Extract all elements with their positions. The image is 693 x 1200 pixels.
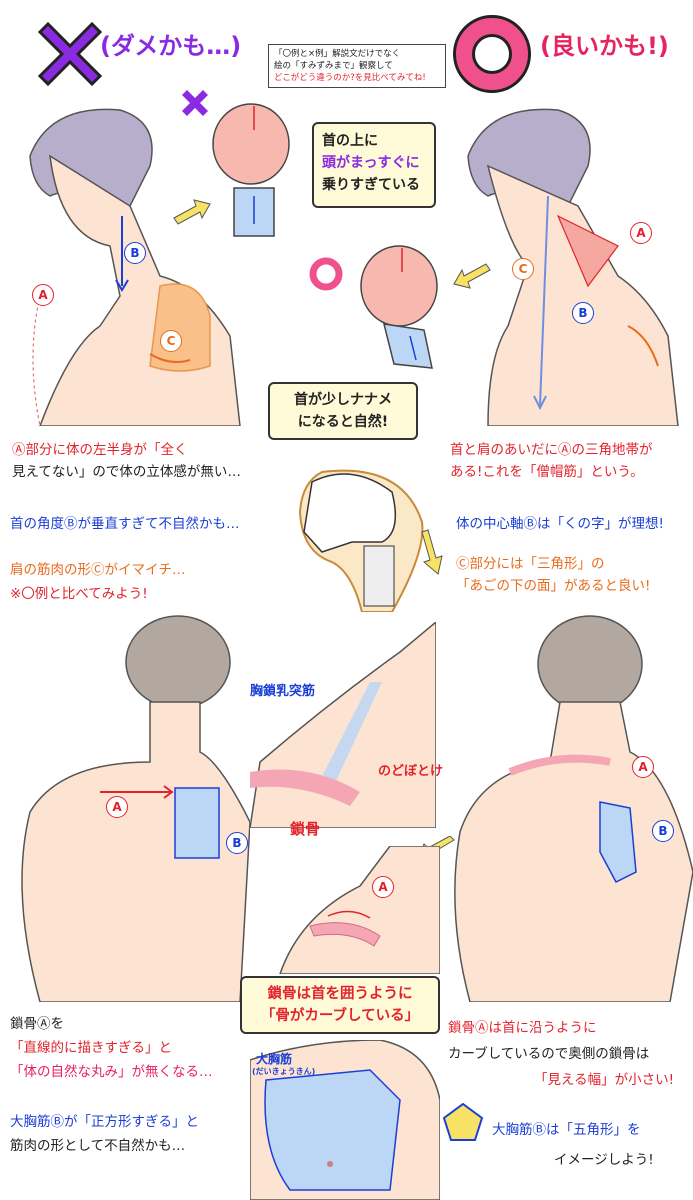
- bottom-good-note-3: 「見える幅」が小さい!: [534, 1072, 675, 1088]
- good-example-heading: (良いかも!): [540, 32, 669, 60]
- clavicle-closeup-illustration: [279, 846, 440, 974]
- callout-neck-slant: 首が少しナナメ になると自然!: [268, 382, 418, 440]
- bottom-good-note-4: 大胸筋Ⓑは「五角形」を: [492, 1122, 641, 1138]
- bad-example-heading: (ダメかも…): [100, 32, 242, 60]
- bottom-good-note-5: イメージしよう!: [554, 1152, 654, 1168]
- bad-note-3: 首の角度Ⓑが垂直すぎて不自然かも…: [10, 516, 240, 532]
- callout-2-line-1: 首が少しナナメ: [294, 392, 392, 408]
- bottom-good-note-1: 鎖骨Ⓐは首に沿うように: [448, 1020, 597, 1036]
- marker-b-torso-bad: B: [226, 832, 248, 854]
- note-line-3: どこがどう違うのか?を見比べてみてね!: [274, 73, 426, 83]
- pectoral-label: 大胸筋: [256, 1052, 293, 1066]
- callout-1-line-2: 頭がまっすぐに: [322, 155, 420, 171]
- marker-c-bad: C: [160, 330, 182, 352]
- marker-a-torso-bad: A: [106, 796, 128, 818]
- good-note-5: 「あごの下の面」があると良い!: [456, 578, 651, 594]
- callout-1-line-3: 乗りすぎている: [322, 177, 420, 193]
- cross-icon: [37, 21, 103, 87]
- bad-note-4: 肩の筋肉の形Ⓒがイマイチ…: [10, 562, 186, 578]
- arrow-right-icon: [173, 199, 211, 225]
- marker-a-clavicle: A: [372, 876, 394, 898]
- bottom-bad-note-3: 「体の自然な丸み」が無くなる…: [10, 1064, 213, 1080]
- bad-torso-illustration: [21, 615, 250, 1002]
- bottom-bad-note-1: 鎖骨Ⓐを: [10, 1016, 64, 1032]
- marker-a-bad: A: [32, 284, 54, 306]
- scm-label: 胸鎖乳突筋: [250, 684, 316, 699]
- note-line-2: 絵の「すみずみまで」観察して: [274, 61, 393, 71]
- arrow-left-icon: [453, 263, 491, 289]
- bad-note-1: Ⓐ部分に体の左半身が「全く: [12, 442, 188, 458]
- skull-neck-diagram: [298, 469, 424, 612]
- instruction-note: 「〇例と×例」解説文だけでなく 絵の「すみずみまで」観察して どこがどう違うのか…: [268, 44, 446, 88]
- clavicle-label: 鎖骨: [290, 820, 321, 838]
- good-note-1: 首と肩のあいだにⒶの三角地帯が: [450, 442, 653, 458]
- neck-closeup-illustration: [250, 622, 436, 828]
- bad-man-illustration: [29, 108, 241, 426]
- callout-1-line-1: 首の上に: [322, 133, 378, 149]
- bottom-bad-note-2: 「直線的に描きすぎる」と: [10, 1040, 172, 1056]
- arrow-down-icon: [421, 529, 443, 575]
- good-head-diagram: [360, 245, 438, 369]
- callout-clavicle: 鎖骨は首を囲うように 「骨がカーブしている」: [240, 976, 440, 1034]
- marker-b-torso-good: B: [652, 820, 674, 842]
- marker-c-good: C: [512, 258, 534, 280]
- circle-icon: [453, 15, 531, 93]
- bad-note-2: 見えてない」ので体の立体感が無い…: [12, 464, 241, 480]
- pectoral-closeup-illustration: [250, 1040, 440, 1200]
- good-note-2: ある!これを「僧帽筋」という。: [450, 464, 644, 480]
- adams-apple-label: のどぼとけ: [378, 764, 444, 779]
- bottom-good-note-2: カーブしているので奥側の鎖骨は: [448, 1046, 650, 1062]
- small-circle-icon: [309, 257, 343, 291]
- bottom-bad-note-5: 筋肉の形として不自然かも…: [10, 1138, 186, 1154]
- pentagon-icon: [442, 1102, 484, 1141]
- bad-head-diagram: [212, 103, 290, 237]
- marker-a-torso-good: A: [632, 756, 654, 778]
- callout-2-line-2: になると自然!: [297, 414, 389, 430]
- bad-note-5: ※〇例と比べてみよう!: [10, 586, 148, 602]
- good-note-3: 体の中心軸Ⓑは「くの字」が理想!: [456, 516, 664, 532]
- callout-3-line-1: 鎖骨は首を囲うように: [267, 986, 413, 1002]
- good-note-4: Ⓒ部分には「三角形」の: [456, 556, 605, 572]
- small-cross-icon: [182, 90, 208, 116]
- good-man-illustration: [467, 108, 679, 426]
- marker-b-good: B: [572, 302, 594, 324]
- bottom-bad-note-4: 大胸筋Ⓑが「正方形すぎる」と: [10, 1114, 199, 1130]
- note-line-1: 「〇例と×例」解説文だけでなく: [274, 49, 401, 59]
- good-torso-illustration: [454, 615, 693, 1002]
- marker-a-good: A: [630, 222, 652, 244]
- callout-3-line-2: 「骨がカーブしている」: [260, 1008, 420, 1024]
- callout-neck-upright: 首の上に 頭がまっすぐに 乗りすぎている: [312, 122, 436, 208]
- marker-b-bad: B: [124, 242, 146, 264]
- pectoral-reading-label: (だいきょうきん): [252, 1067, 316, 1076]
